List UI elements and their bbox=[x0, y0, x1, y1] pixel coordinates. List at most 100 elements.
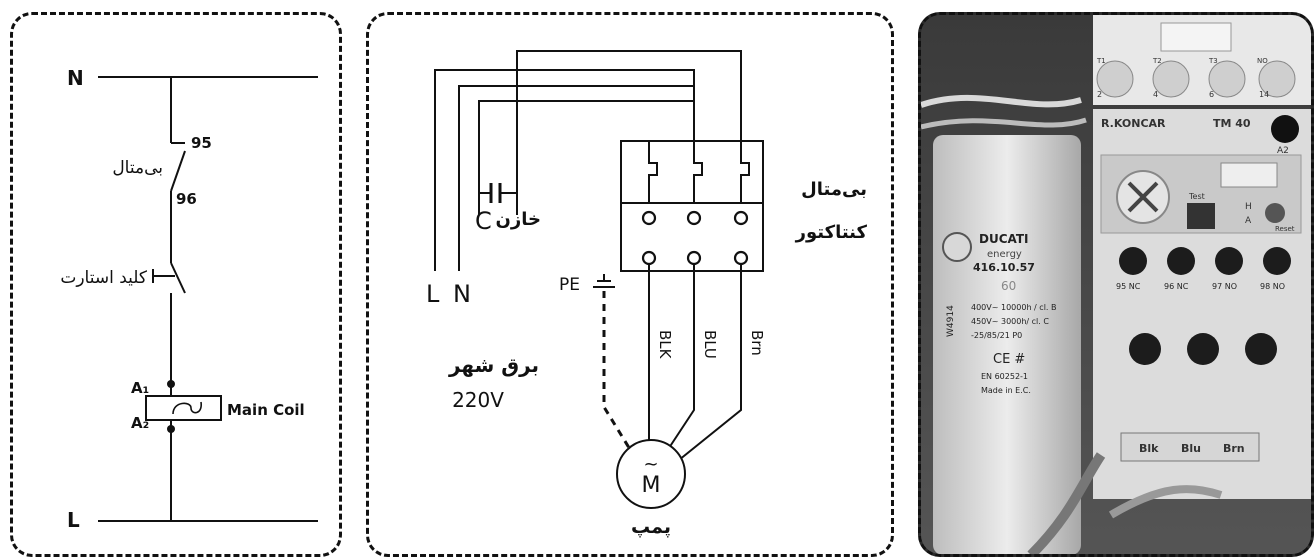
hand-mode-label: H bbox=[1245, 202, 1252, 212]
supply-l-label: L bbox=[426, 280, 440, 308]
reset-label: Reset bbox=[1275, 225, 1295, 233]
test-button bbox=[1187, 203, 1215, 229]
supply-voltage: 220V bbox=[452, 388, 504, 412]
pe-wire bbox=[602, 291, 633, 452]
coil-symbol bbox=[172, 401, 202, 415]
supply-wire-n-a bbox=[458, 85, 694, 271]
overload-terminal-95: 95 bbox=[191, 134, 212, 152]
output-terminal-screw bbox=[1187, 333, 1219, 365]
aux-terminal-screw bbox=[1119, 247, 1147, 275]
current-dial-knob bbox=[1127, 181, 1159, 213]
contactor-screw bbox=[1208, 60, 1246, 98]
overload-heaters bbox=[648, 141, 750, 203]
start-switch-blade bbox=[170, 262, 186, 294]
capacitor-body bbox=[933, 135, 1081, 554]
contactor-screw bbox=[1258, 60, 1296, 98]
aux-terminal-label: 96 NC bbox=[1164, 282, 1189, 291]
capacitor-spec-2: 450V~ 3000h/ cl. C bbox=[971, 317, 1049, 326]
contactor-terminal bbox=[686, 210, 702, 226]
overload-label: بی‌متال bbox=[112, 158, 163, 178]
aux-terminal-label: 98 NO bbox=[1260, 282, 1285, 291]
wire-tag: Blk bbox=[1139, 442, 1159, 455]
wire-tag: Brn bbox=[1223, 442, 1245, 455]
contactor-terminal bbox=[733, 250, 749, 266]
aux-terminal-screw bbox=[1167, 247, 1195, 275]
capacitor-standard: EN 60252-1 bbox=[981, 372, 1028, 381]
relay-a2-terminal bbox=[1271, 115, 1299, 143]
capacitor-made: Made in E.C. bbox=[981, 386, 1031, 395]
pump-label: پمپ bbox=[631, 516, 671, 538]
contactor-terminal bbox=[686, 250, 702, 266]
terminal-number: 6 bbox=[1209, 90, 1214, 99]
power-wiring-diagram: بی‌متال کنتاکتور C خازن L N PE برق شهر 2… bbox=[426, 50, 868, 538]
aux-terminal-screw bbox=[1215, 247, 1243, 275]
cable bbox=[1108, 485, 1223, 519]
overload-terminal-96: 96 bbox=[176, 190, 197, 208]
relay-brand: R.KONCAR bbox=[1101, 117, 1166, 130]
test-label: Test bbox=[1188, 192, 1205, 201]
relay-model: TM 40 bbox=[1213, 117, 1251, 130]
capacitor-sub: energy bbox=[987, 249, 1022, 260]
motor-wire-blu bbox=[666, 264, 695, 452]
output-terminal-screw bbox=[1245, 333, 1277, 365]
terminal-label: T2 bbox=[1152, 57, 1162, 65]
pe-label: PE bbox=[559, 275, 580, 295]
capacitor-side-code: W4914 bbox=[946, 305, 956, 337]
cable bbox=[1027, 452, 1106, 554]
relay-a2-label: A2 bbox=[1277, 146, 1289, 156]
coil-terminal-a1: A₁ bbox=[131, 379, 149, 397]
capacitor-spec-3: -25/85/21 P0 bbox=[971, 331, 1022, 340]
capacitor-value: 60 bbox=[1001, 279, 1016, 293]
cable bbox=[921, 117, 1087, 130]
overload-contact-blade bbox=[170, 150, 186, 192]
start-switch-label: کلید استارت bbox=[60, 268, 148, 288]
capacitor-wire-outer bbox=[516, 50, 742, 215]
terminal-label: T3 bbox=[1208, 57, 1218, 65]
control-ladder-panel: N 95 96 بی‌متال کلید استارت A₁ Main Coil… bbox=[10, 12, 342, 557]
main-coil-label: Main Coil bbox=[227, 401, 305, 419]
capacitor-spec-1: 400V~ 10000h / cl. B bbox=[971, 303, 1056, 312]
wire-tag: Blu bbox=[1181, 442, 1201, 455]
wire-label-blk: BLK bbox=[656, 330, 674, 360]
capacitor-brand: DUCATI bbox=[979, 232, 1029, 246]
motor-wire-brn bbox=[678, 264, 742, 461]
capacitor-wire-inner bbox=[478, 100, 694, 215]
terminal-number: 4 bbox=[1153, 90, 1158, 99]
contactor-window bbox=[1160, 22, 1232, 52]
capacitor-part: 416.10.57 bbox=[973, 261, 1035, 274]
contactor-label: کنتاکتور bbox=[795, 222, 868, 243]
coil-node-a1 bbox=[167, 380, 175, 388]
terminal-label: T1 bbox=[1096, 57, 1106, 65]
aux-terminal-label: 95 NC bbox=[1116, 282, 1141, 291]
capacitor-symbol: C bbox=[475, 207, 492, 235]
supply-label: برق شهر bbox=[448, 353, 539, 377]
wire-label-blu: BLU bbox=[701, 330, 719, 359]
line-label: L bbox=[67, 508, 80, 532]
wire-tag-strip bbox=[1120, 432, 1260, 462]
contactor-screw bbox=[1152, 60, 1190, 98]
reset-screw bbox=[1265, 203, 1285, 223]
control-ladder-diagram: N 95 96 بی‌متال کلید استارت A₁ Main Coil… bbox=[60, 66, 318, 532]
main-coil bbox=[145, 395, 222, 421]
pump-motor bbox=[616, 439, 686, 509]
terminal-number: 2 bbox=[1097, 90, 1102, 99]
hardware-photo: DUCATI energy 416.10.57 60 400V~ 10000h … bbox=[921, 15, 1311, 554]
capacitor-logo bbox=[942, 232, 972, 262]
aux-terminal-screw bbox=[1263, 247, 1291, 275]
power-wiring-panel: بی‌متال کنتاکتور C خازن L N PE برق شهر 2… bbox=[366, 12, 894, 557]
neutral-label: N bbox=[67, 66, 84, 90]
hardware-photo-panel: DUCATI energy 416.10.57 60 400V~ 10000h … bbox=[918, 12, 1314, 557]
terminal-label: NO bbox=[1257, 57, 1268, 65]
contactor-terminal bbox=[733, 210, 749, 226]
coil-terminal-a2: A₂ bbox=[131, 414, 149, 432]
motor-tilde: ~ bbox=[643, 454, 658, 475]
contactor-terminal bbox=[641, 210, 657, 226]
supply-n-label: N bbox=[453, 280, 471, 308]
output-terminal-screw bbox=[1129, 333, 1161, 365]
contactor-terminal bbox=[641, 250, 657, 266]
cable bbox=[921, 94, 1082, 108]
capacitor-ce: CE # bbox=[993, 352, 1025, 367]
overload-block bbox=[620, 140, 764, 204]
capacitor-label: خازن bbox=[496, 209, 541, 230]
wire-label-brn: Brn bbox=[748, 330, 766, 356]
